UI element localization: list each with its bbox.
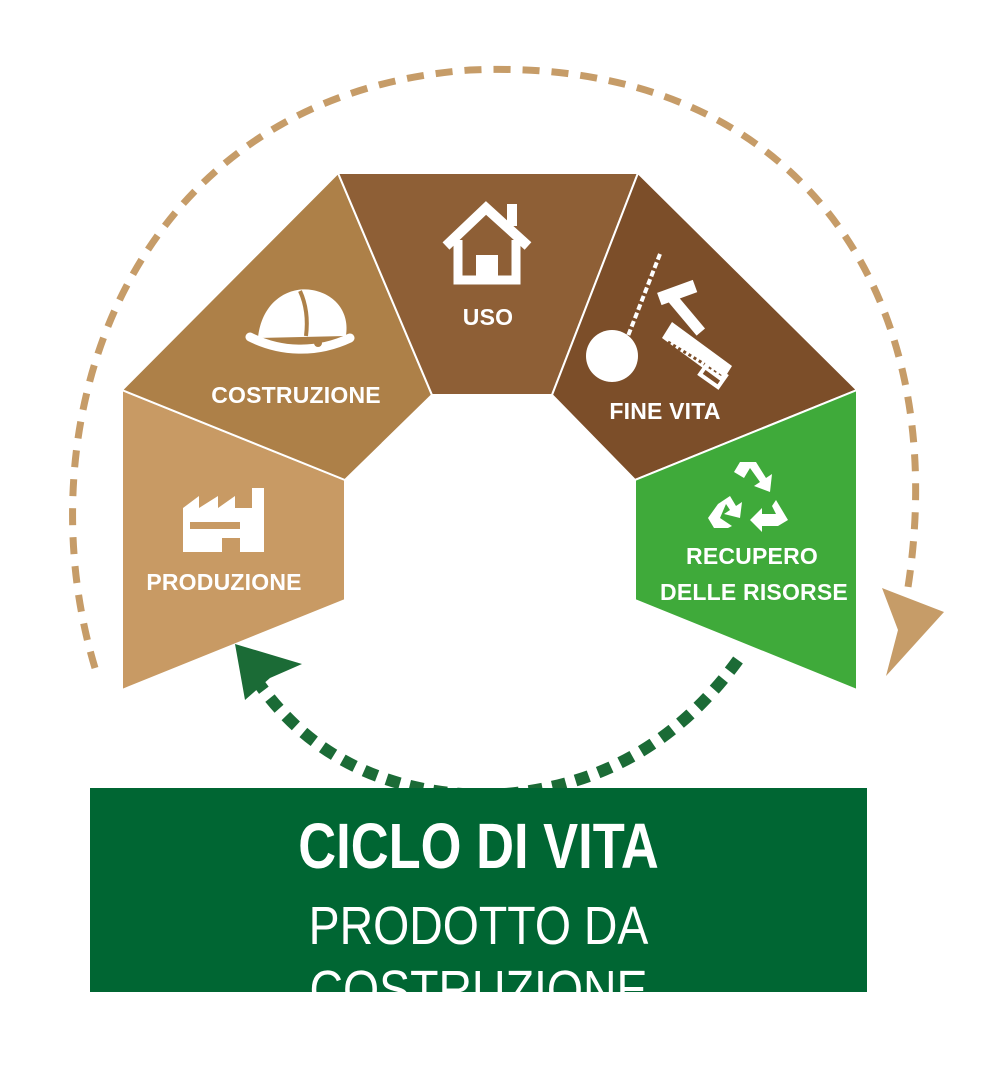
banner-title: CICLO DI VITA — [298, 810, 659, 882]
house-icon — [442, 201, 532, 285]
title-banner: CICLO DI VITA PRODOTTO DA COSTRUZIONE — [90, 788, 867, 1020]
segment-recupero — [634, 388, 858, 692]
segment-label-fine-vita: FINE VITA — [609, 398, 720, 424]
outer-cycle-arrow — [69, 65, 920, 670]
segment-label-uso: USO — [463, 304, 513, 330]
banner-subtitle: PRODOTTO DA COSTRUZIONE — [308, 896, 649, 1020]
segment-label-costruzione: COSTRUZIONE — [211, 382, 381, 408]
inner-cycle-arrow — [244, 656, 743, 802]
segment-label-recupero-line2: DELLE RISORSE — [660, 579, 848, 605]
hard-hat-icon — [245, 289, 355, 354]
factory-icon — [183, 488, 264, 552]
recycle-icon — [708, 462, 788, 532]
demolition-tools-icon — [586, 253, 732, 390]
outer-cycle-arrowhead — [882, 588, 944, 676]
segment-label-recupero-line1: RECUPERO — [686, 543, 818, 569]
inner-cycle-arrowhead — [235, 644, 302, 700]
segment-label-produzione: PRODUZIONE — [146, 569, 301, 595]
